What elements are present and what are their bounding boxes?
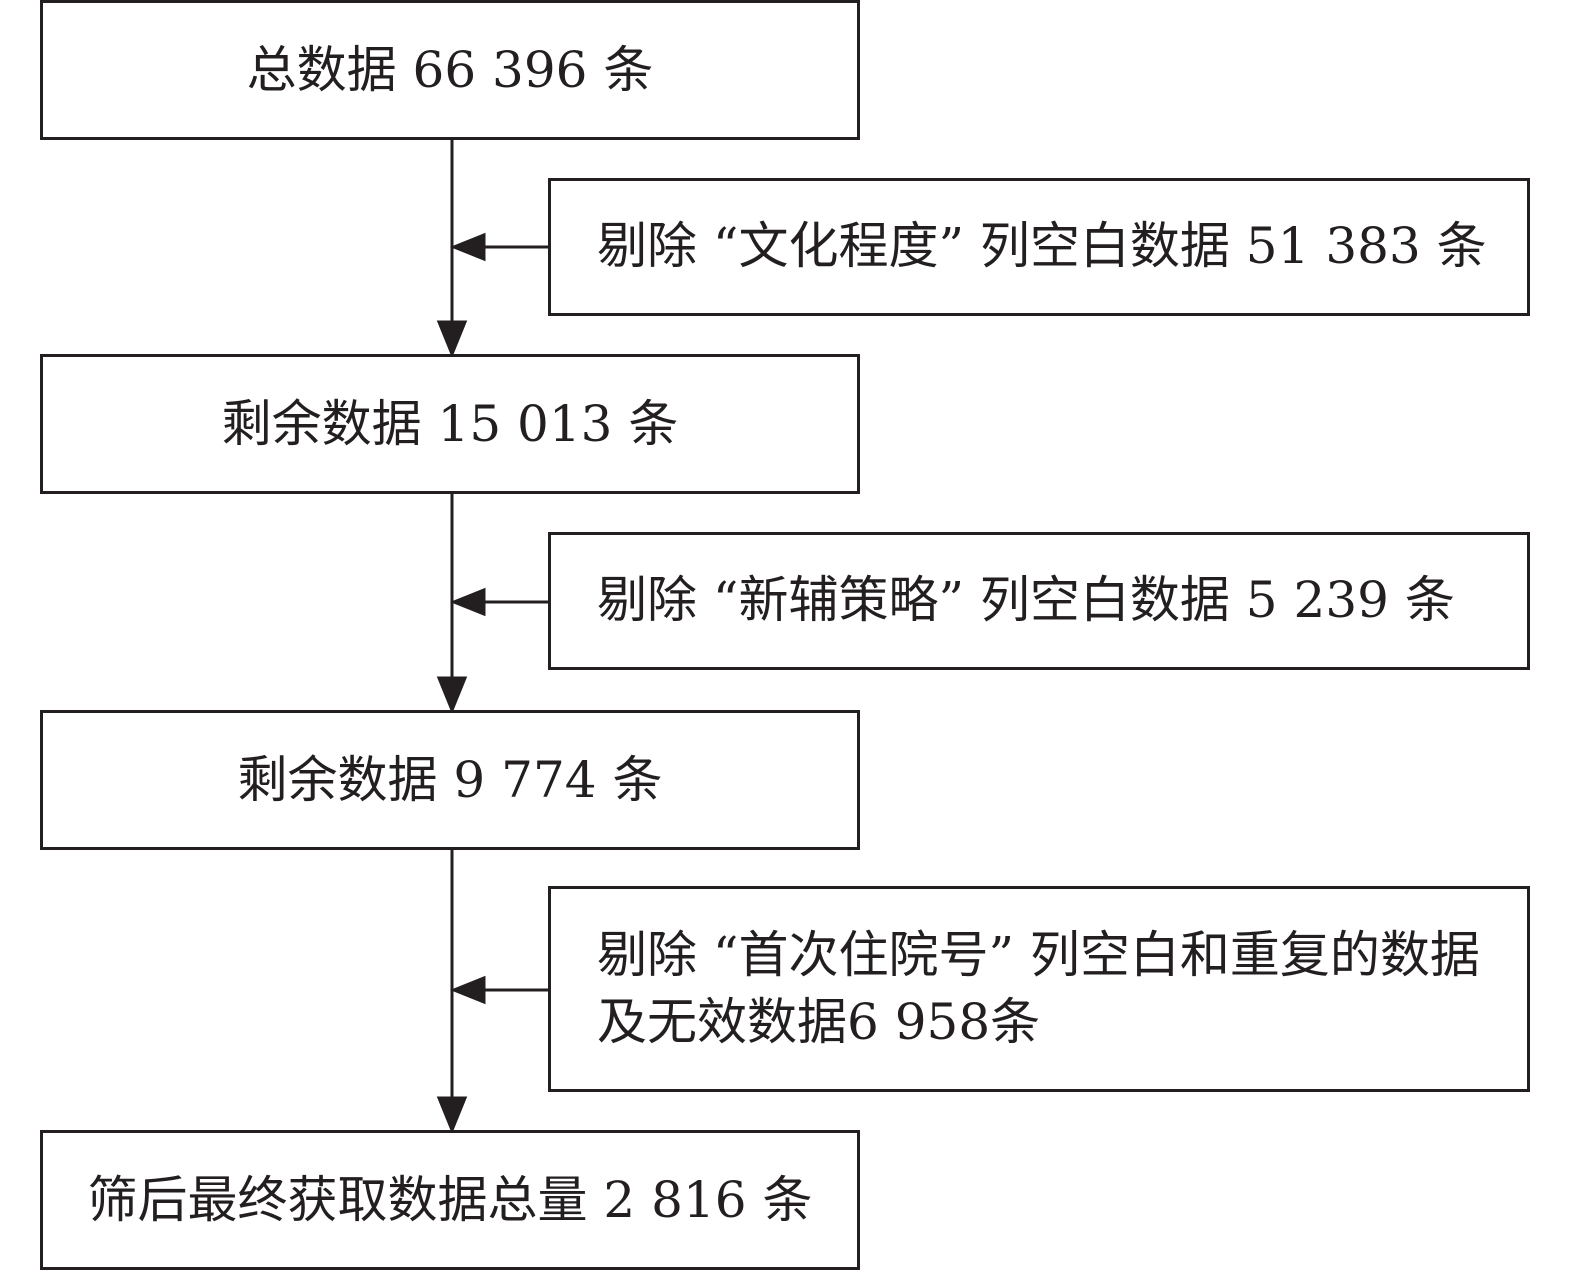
step-box-remaining-1: 剩余数据 15 013 条 — [40, 354, 860, 494]
step-label-total: 总数据 66 396 条 — [246, 41, 654, 99]
exclusion-label-education: 剔除 “文化程度” 列空白数据 51 383 条 — [597, 217, 1487, 276]
flow-arrowhead-3 — [436, 1096, 468, 1134]
exclusion-label-strategy: 剔除 “新辅策略” 列空白数据 5 239 条 — [597, 571, 1455, 630]
exclusion-arrowhead-3 — [449, 975, 486, 1005]
step-box-final: 筛后最终获取数据总量 2 816 条 — [40, 1130, 860, 1270]
flow-arrowhead-2 — [436, 676, 468, 714]
step-label-remaining-1: 剩余数据 15 013 条 — [221, 395, 679, 453]
exclusion-box-strategy: 剔除 “新辅策略” 列空白数据 5 239 条 — [548, 532, 1530, 670]
exclusion-label-admission-number: 剔除 “首次住院号” 列空白和重复的数据及无效数据6 958条 — [597, 925, 1480, 1052]
step-label-final: 筛后最终获取数据总量 2 816 条 — [87, 1171, 813, 1229]
exclusion-arrowhead-1 — [449, 232, 486, 262]
exclusion-arrowhead-2 — [449, 587, 486, 617]
step-box-remaining-2: 剩余数据 9 774 条 — [40, 710, 860, 850]
step-label-remaining-2: 剩余数据 9 774 条 — [237, 751, 663, 809]
exclusion-box-admission-number: 剔除 “首次住院号” 列空白和重复的数据及无效数据6 958条 — [548, 886, 1530, 1092]
exclusion-box-education: 剔除 “文化程度” 列空白数据 51 383 条 — [548, 178, 1530, 316]
step-box-total: 总数据 66 396 条 — [40, 0, 860, 140]
flow-arrowhead-1 — [436, 320, 468, 358]
